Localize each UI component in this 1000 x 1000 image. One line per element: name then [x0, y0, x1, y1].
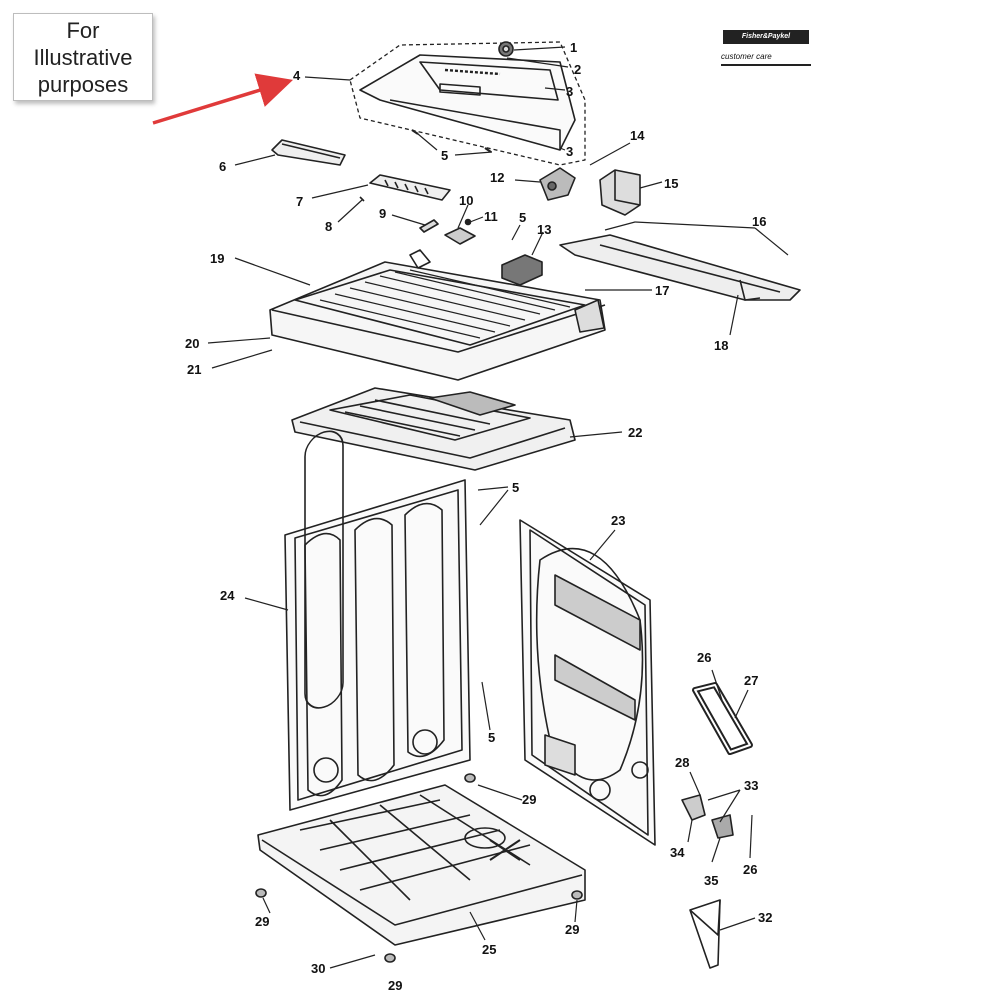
- callout-label: 3: [566, 144, 573, 159]
- callout-label: 5: [512, 480, 519, 495]
- callout-label: 19: [210, 251, 224, 266]
- callout-label: 21: [187, 362, 201, 377]
- brand-logo-top: Fisher&Paykel: [723, 30, 809, 44]
- callout-label: 26: [697, 650, 711, 665]
- side-panel: [284, 479, 471, 811]
- part-12-switch: [539, 167, 576, 201]
- callout-label: 5: [519, 210, 526, 225]
- side-panel-rib: [404, 502, 445, 758]
- callout-label: 1: [570, 40, 577, 55]
- callout-label: 16: [752, 214, 766, 229]
- callout-label: 30: [311, 961, 325, 976]
- brand-logo-bottom: customer care: [721, 50, 811, 66]
- callout-label: 14: [630, 128, 645, 143]
- brand-logo: Fisher&Paykel customer care: [721, 30, 811, 70]
- part-7-rail: [369, 174, 451, 201]
- callout-label: 28: [675, 755, 689, 770]
- callout-label: 13: [537, 222, 551, 237]
- base-frame: [257, 784, 586, 946]
- callout-label: 32: [758, 910, 772, 925]
- callout-label: 4: [293, 68, 301, 83]
- callout-label: 10: [459, 193, 473, 208]
- disclaimer-line: For: [66, 17, 100, 43]
- callout-label: 27: [744, 673, 758, 688]
- inner-top-panel: [291, 387, 576, 471]
- callout-label: 18: [714, 338, 728, 353]
- part-10-plate: [444, 227, 476, 245]
- callout-label: 29: [522, 792, 536, 807]
- callout-label: 9: [379, 206, 386, 221]
- callout-label: 26: [743, 862, 757, 877]
- callout-label: 2: [574, 62, 581, 77]
- disclaimer-line: purposes: [37, 71, 129, 97]
- callout-label: 5: [488, 730, 495, 745]
- top-cover: [269, 261, 606, 381]
- callout-label: 5: [441, 148, 448, 163]
- callout-label: 23: [611, 513, 625, 528]
- disclaimer-line: Illustrative: [33, 44, 133, 70]
- part-27-trim-ring: [692, 682, 753, 755]
- highlight-arrow: [152, 73, 294, 125]
- callout-label: 33: [744, 778, 758, 793]
- callout-label: 12: [490, 170, 504, 185]
- callout-label: 3: [566, 84, 573, 99]
- callout-label: 29: [388, 978, 402, 993]
- part-13-block: [501, 254, 543, 286]
- callout-label: 17: [655, 283, 669, 298]
- callout-label: 7: [296, 194, 303, 209]
- part-15-housing: [599, 169, 641, 216]
- part-34-hinge: [681, 794, 706, 821]
- callout-label: 35: [704, 873, 718, 888]
- callout-label: 29: [565, 922, 579, 937]
- callout-label: 34: [670, 845, 685, 860]
- callout-label: 11: [484, 209, 498, 224]
- side-panel-rib: [354, 517, 395, 782]
- callout-label: 25: [482, 942, 496, 957]
- part-32-manual: [689, 899, 721, 969]
- control-panel: [359, 54, 576, 151]
- callout-label: 8: [325, 219, 332, 234]
- callout-label: 15: [664, 176, 678, 191]
- part-18-rear-bracket: [559, 234, 801, 301]
- illustrative-disclaimer: For Illustrative purposes: [13, 13, 153, 101]
- callout-label: 22: [628, 425, 642, 440]
- callout-label: 24: [220, 588, 235, 603]
- callout-label: 6: [219, 159, 226, 174]
- control-panel-group-outline: [349, 41, 586, 166]
- callout-label: 20: [185, 336, 199, 351]
- side-panel-rib: [304, 532, 343, 797]
- callout-label: 29: [255, 914, 269, 929]
- callout-labels: 1 2 3 3 4 5 5 5 5 6 7 8 9 10 11 12 13 14…: [185, 40, 772, 993]
